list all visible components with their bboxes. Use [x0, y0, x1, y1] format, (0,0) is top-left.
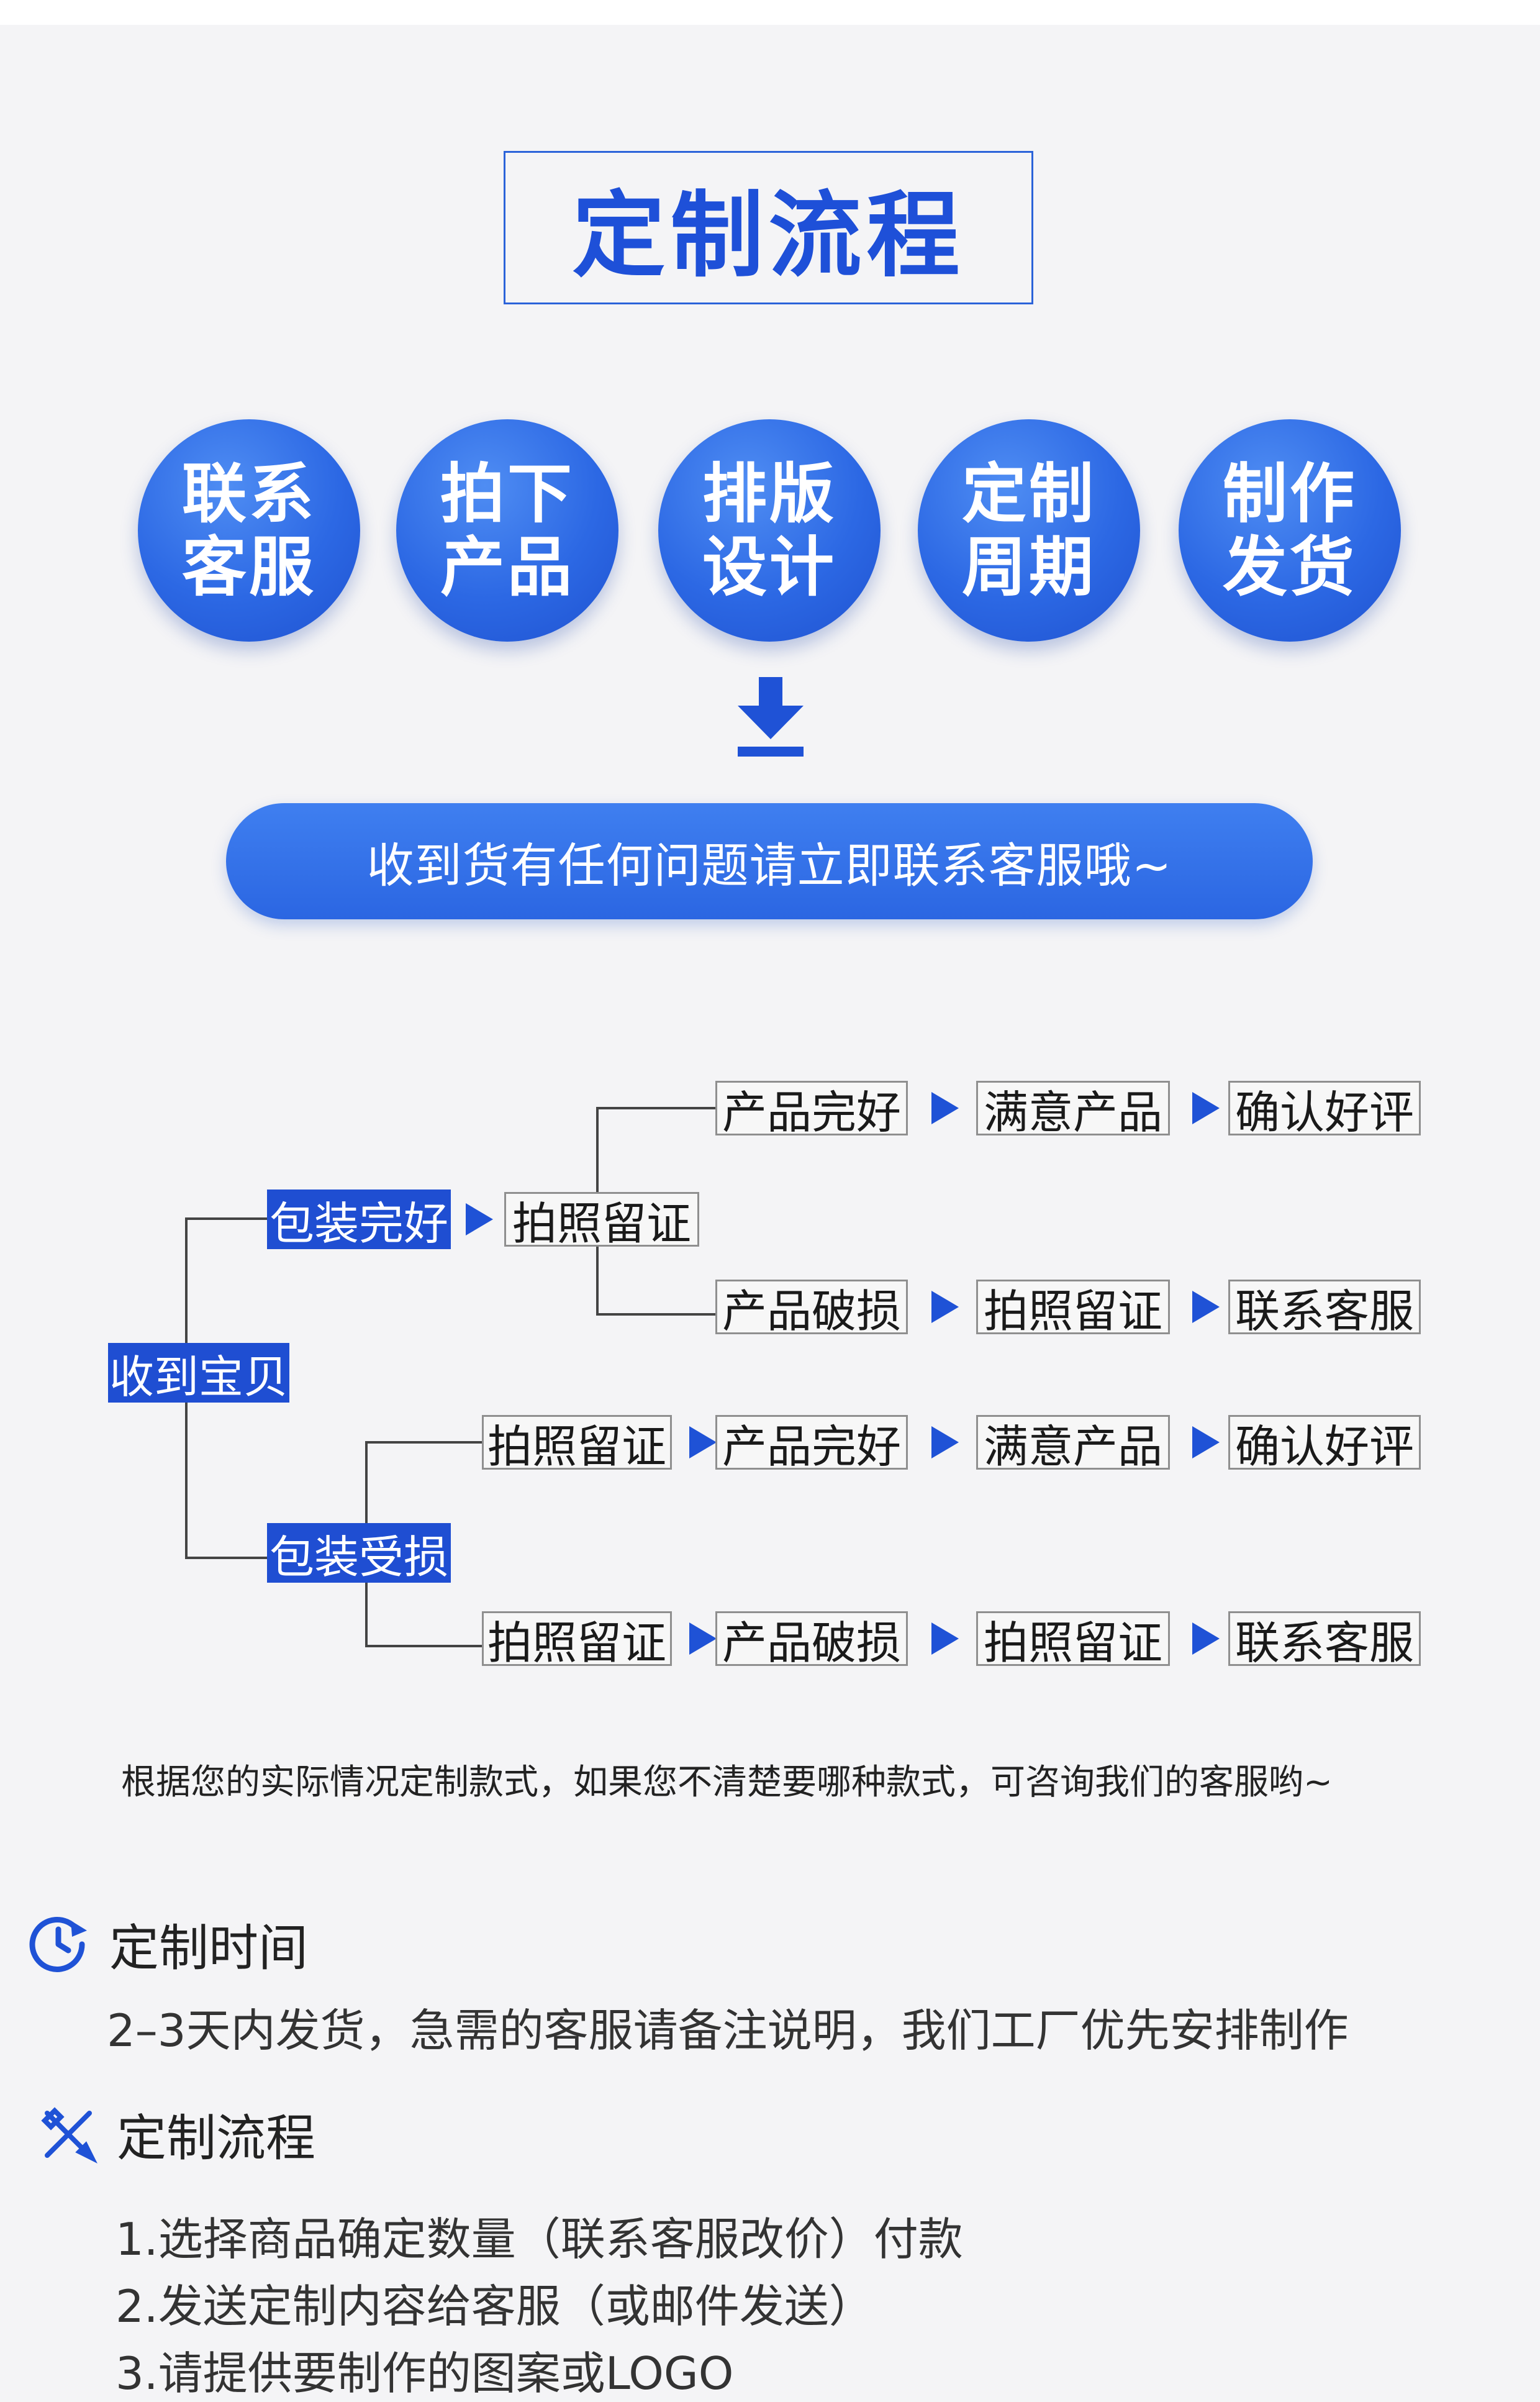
banner-text: 收到货有任何问题请立即联系客服哦~ [366, 837, 1172, 893]
flow-root: 收到宝贝 [108, 1343, 289, 1403]
time-section-text: 2–3天内发货，急需的客服请备注说明，我们工厂优先安排制作 [107, 2004, 1349, 2057]
arrow-marker [466, 1203, 493, 1235]
tools-icon [41, 2107, 97, 2163]
step-label-line2: 设计 [702, 529, 836, 605]
step-label-line1: 制作 [1222, 456, 1357, 532]
flow-row2-item: 拍照留证 [976, 1280, 1170, 1337]
flow-row3-item: 产品完好 [715, 1415, 908, 1473]
process-section-title: 定制流程 [117, 2109, 315, 2167]
step-contact-service: 联系 客服 [138, 419, 360, 642]
flow-row1-item: 满意产品 [976, 1081, 1170, 1139]
time-section-title: 定制时间 [109, 1919, 308, 1977]
step-label-line1: 联系 [181, 456, 316, 532]
flow-row2-item: 联系客服 [1228, 1280, 1421, 1337]
page-title: 定制流程 [572, 182, 965, 290]
arrow-marker [1192, 1092, 1220, 1124]
flow-row4-item: 产品破损 [715, 1611, 908, 1669]
step-label-line2: 客服 [181, 529, 316, 605]
step-label-line2: 产品 [440, 529, 574, 605]
flow-bad-pack: 包装受损 [267, 1523, 451, 1583]
title-box: 定制流程 [504, 151, 1033, 304]
step-label-line2: 周期 [961, 529, 1096, 605]
custom-note: 根据您的实际情况定制款式，如果您不清楚要哪种款式，可咨询我们的客服哟~ [121, 1762, 1333, 1803]
flow-row1-item: 产品完好 [715, 1081, 908, 1139]
step-label-line2: 发货 [1222, 529, 1357, 605]
process-step: 3.请提供要制作的图案或LOGO [116, 2347, 734, 2400]
flow-row3-item: 满意产品 [976, 1415, 1170, 1473]
step-label-line1: 排版 [702, 456, 836, 532]
step-custom-period: 定制 周期 [918, 419, 1140, 642]
step-order-product: 拍下 产品 [396, 419, 618, 642]
flow-photo: 拍照留证 [504, 1192, 699, 1250]
arrow-marker [1192, 1622, 1220, 1655]
step-layout-design: 排版 设计 [658, 419, 881, 642]
process-step: 1.选择商品确定数量（联系客服改价）付款 [116, 2213, 963, 2265]
download-arrow-icon [738, 677, 804, 757]
arrow-marker [1192, 1291, 1220, 1323]
flow-row3-item: 拍照留证 [482, 1415, 672, 1473]
arrow-marker [931, 1291, 959, 1323]
flow-good-pack: 包装完好 [267, 1190, 451, 1250]
arrow-marker [689, 1622, 717, 1655]
flow-row4-item: 拍照留证 [976, 1611, 1170, 1669]
flow-row1-item: 确认好评 [1228, 1081, 1421, 1139]
top-band [0, 0, 1540, 25]
contact-banner: 收到货有任何问题请立即联系客服哦~ [226, 803, 1313, 919]
clock-icon [29, 1917, 87, 1972]
flow-row2-item: 产品破损 [715, 1280, 908, 1337]
step-label-line1: 拍下 [440, 456, 574, 532]
step-label-line1: 定制 [961, 456, 1096, 532]
flow-row4-item: 联系客服 [1228, 1611, 1421, 1669]
flow-row4-item: 拍照留证 [482, 1611, 672, 1669]
arrow-marker [931, 1622, 959, 1655]
process-step: 2.发送定制内容给客服（或邮件发送） [116, 2280, 874, 2332]
step-produce-ship: 制作 发货 [1179, 419, 1401, 642]
arrow-marker [1192, 1426, 1220, 1458]
arrow-marker [931, 1092, 959, 1124]
arrow-marker [689, 1426, 717, 1458]
flow-row3-item: 确认好评 [1228, 1415, 1421, 1473]
arrow-marker [931, 1426, 959, 1458]
